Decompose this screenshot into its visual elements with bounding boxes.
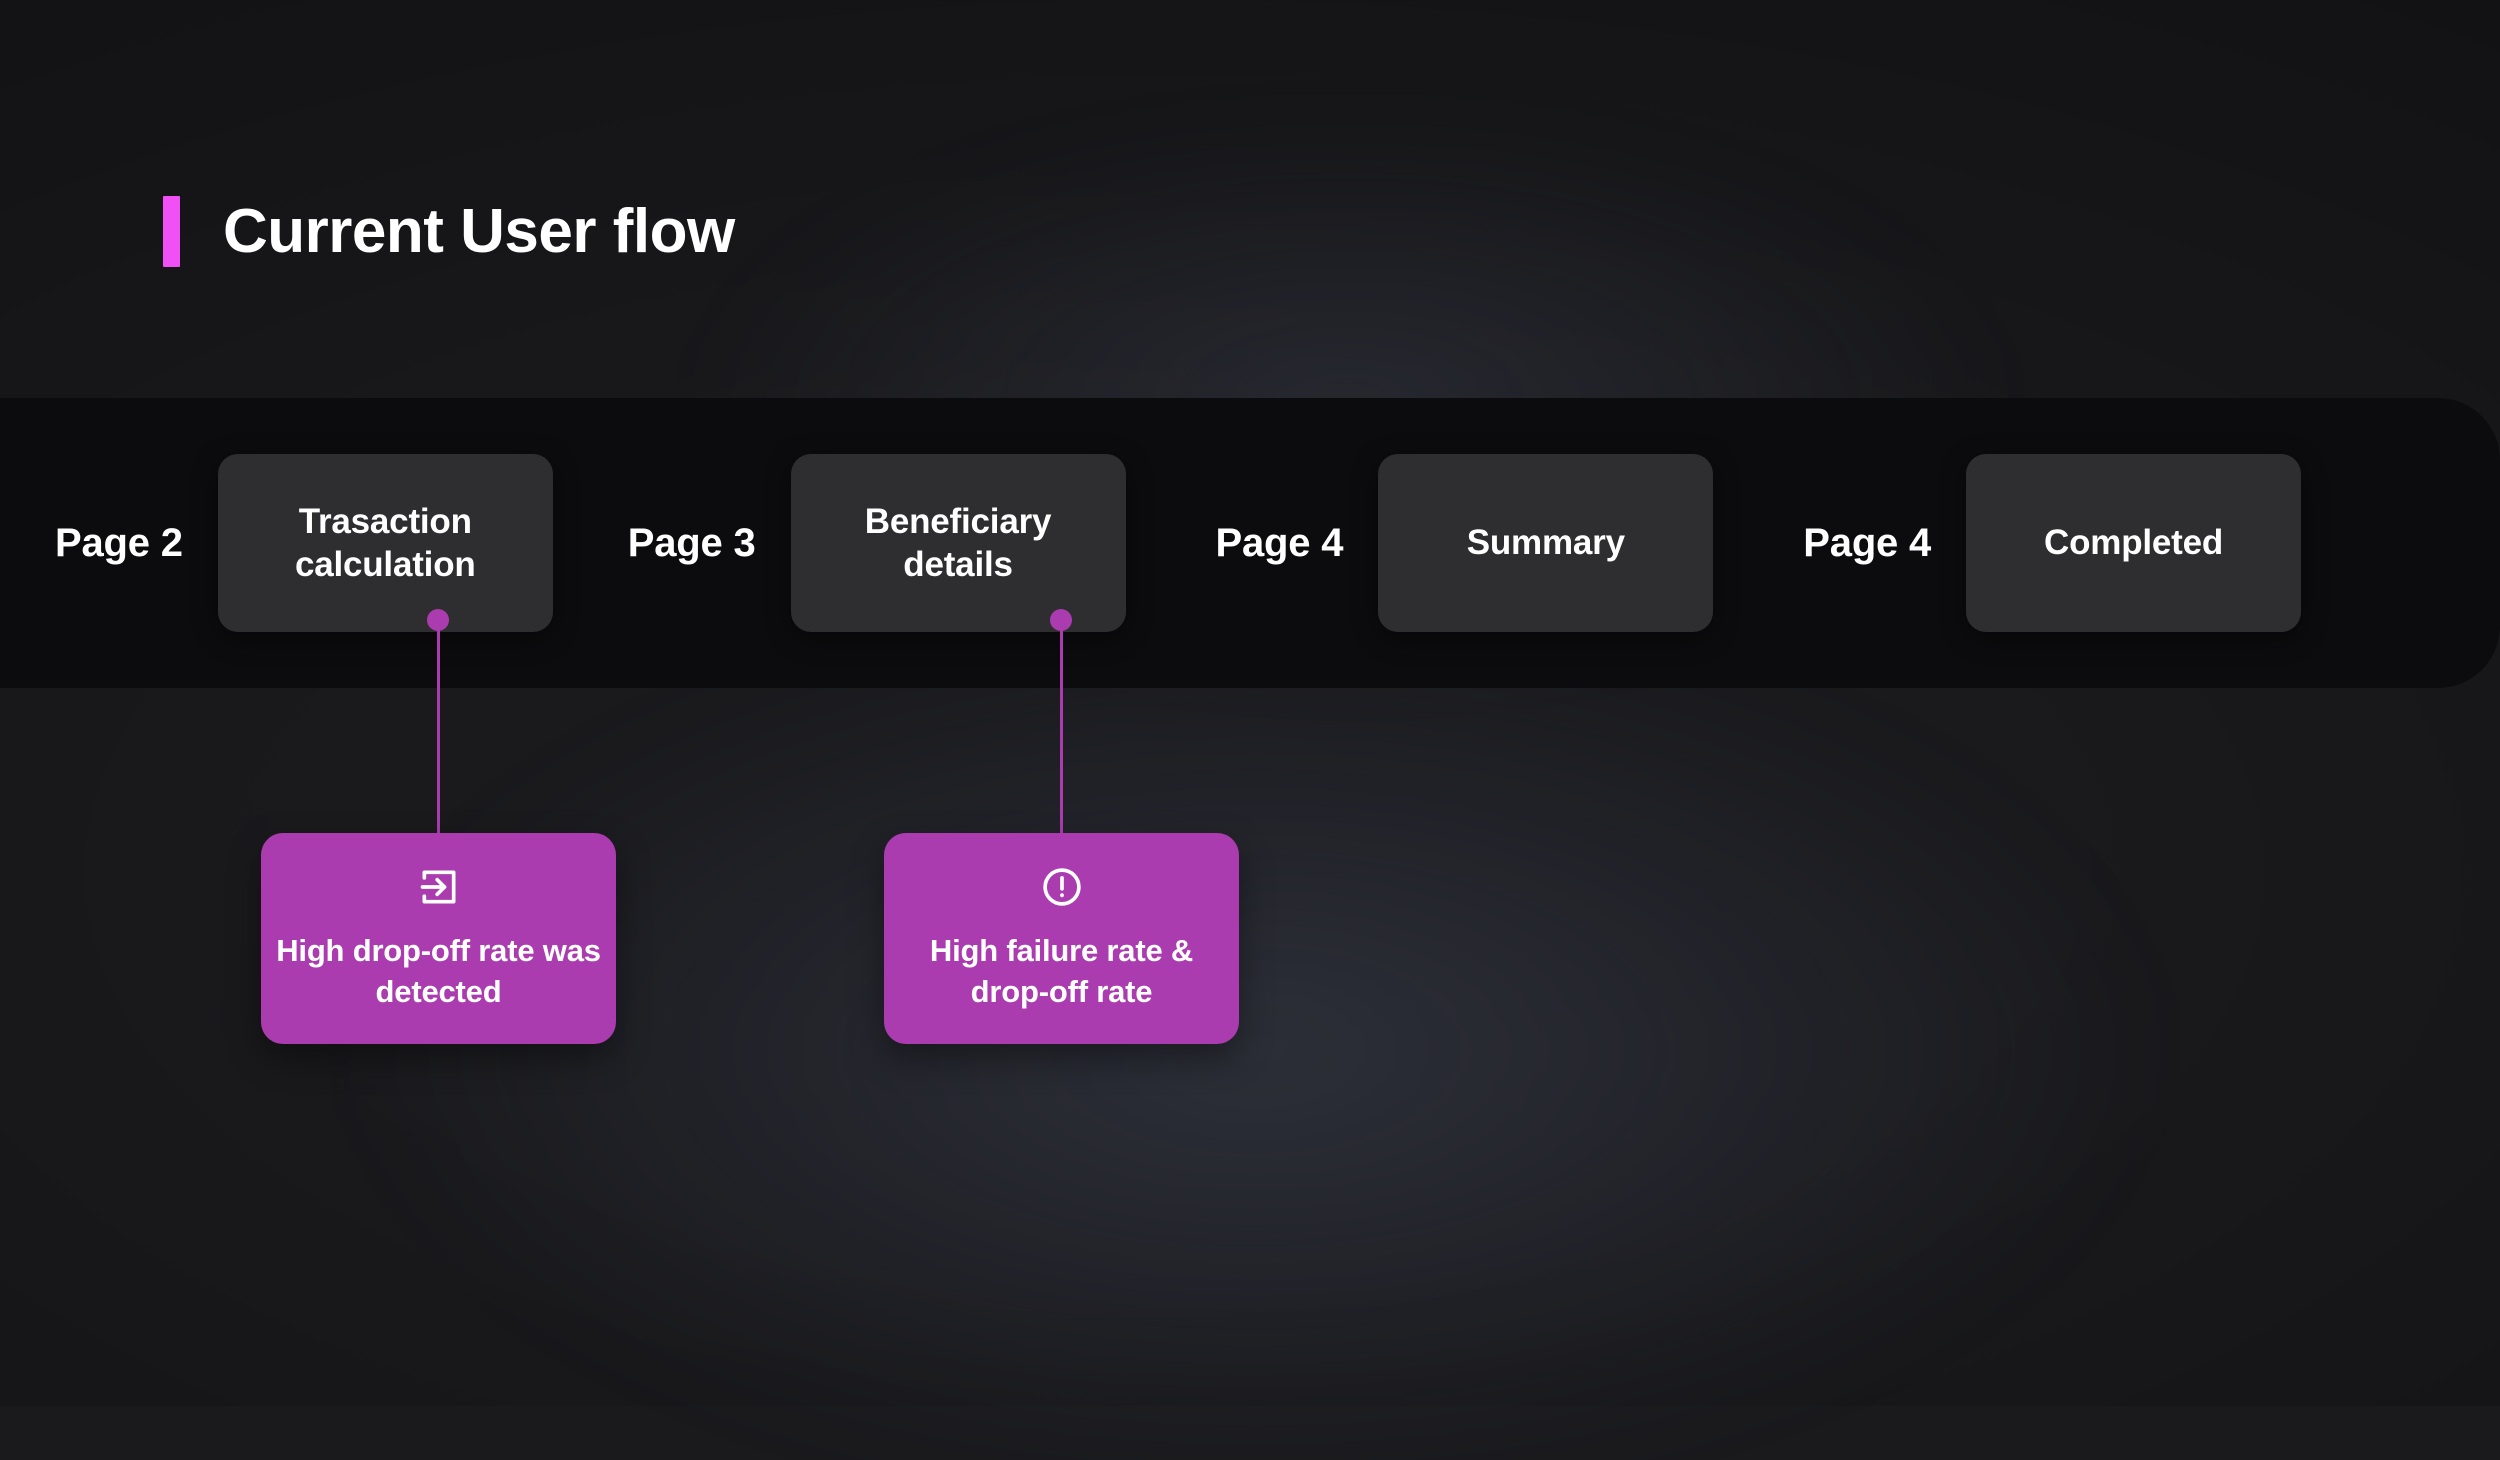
callout-text: High failure rate & drop-off rate	[929, 932, 1194, 1009]
step-card-beneficiary-details[interactable]: Beneficiary details	[790, 454, 1126, 632]
page-title: Current User flow	[223, 196, 735, 266]
exit-arrow-icon	[420, 870, 455, 904]
step-card-trasaction-calculation[interactable]: Trasaction calculation	[217, 454, 553, 632]
page-label-4: Page 4	[1803, 520, 1932, 565]
step-card-label: Completed	[2044, 523, 2224, 563]
alert-circle-icon	[1042, 868, 1081, 906]
flow-band: Page 2 Trasaction calculation Page 3 Ben…	[0, 398, 2500, 688]
callout-text: High drop-off rate was detected	[276, 932, 601, 1009]
callout-high-failure-rate[interactable]: High failure rate & drop-off rate	[884, 833, 1239, 1044]
background-glow-middle	[380, 640, 2130, 1460]
step-card-summary[interactable]: Summary	[1378, 454, 1714, 632]
page-label-1: Page 2	[55, 520, 183, 565]
title-accent-bar	[163, 196, 180, 267]
step-card-label: Summary	[1466, 523, 1625, 563]
callout-high-drop-off-rate[interactable]: High drop-off rate was detected	[261, 833, 616, 1044]
page-label-3: Page 4	[1215, 520, 1344, 565]
flow-track: Page 2 Trasaction calculation Page 3 Ben…	[0, 398, 2500, 688]
step-card-label: Beneficiary details	[864, 501, 1052, 584]
page-header: Current User flow	[163, 196, 735, 267]
page-label-2: Page 3	[627, 520, 756, 565]
step-card-completed[interactable]: Completed	[1966, 454, 2302, 632]
step-card-label: Trasaction calculation	[294, 501, 476, 584]
